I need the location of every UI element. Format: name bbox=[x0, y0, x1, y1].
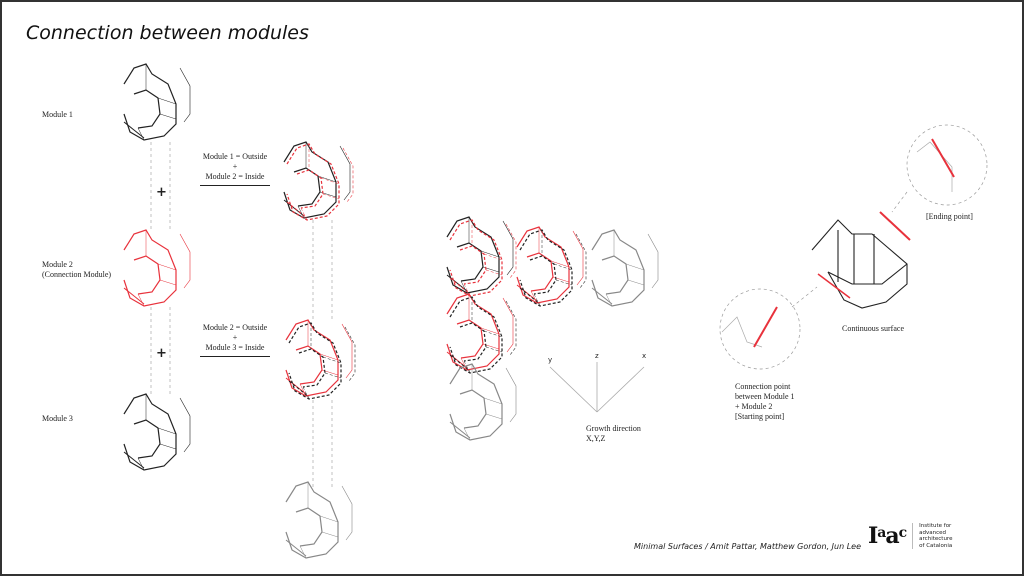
axis-z-label: z bbox=[595, 352, 599, 360]
axis-y-label: y bbox=[548, 356, 553, 364]
combination-2: Module 2 = Outside + Module 3 = Inside bbox=[200, 323, 270, 357]
module-3-drawing bbox=[123, 393, 191, 471]
plus-symbol-1: + bbox=[156, 185, 167, 200]
credit-text: Minimal Surfaces / Amit Pattar, Matthew … bbox=[634, 542, 862, 551]
logo-mark: Iaac bbox=[868, 523, 907, 549]
logo-divider bbox=[912, 523, 914, 549]
axis-x-label: x bbox=[642, 352, 647, 360]
module-2-drawing bbox=[123, 229, 191, 307]
module-1-drawing bbox=[123, 63, 191, 141]
assembly-drawing bbox=[446, 216, 659, 441]
module-3-label: Module 3 bbox=[42, 414, 73, 423]
growth-axes bbox=[549, 362, 645, 413]
module-2-label: Module 2 (Connection Module) bbox=[42, 260, 112, 279]
combo-2-drawing bbox=[285, 319, 356, 400]
iaac-logo: Iaac Institute for advanced architecture… bbox=[868, 523, 952, 549]
page-title: Connection between modules bbox=[26, 22, 309, 44]
combo-1-line2: Module 2 = Inside bbox=[205, 172, 265, 181]
combination-1: Module 1 = Outside + Module 2 = Inside bbox=[200, 152, 270, 186]
growth-caption-2: X,Y,Z bbox=[586, 434, 606, 443]
ending-point-zoom-circle bbox=[906, 124, 988, 206]
logo-text: Institute for advanced architecture of C… bbox=[919, 523, 953, 549]
combo-1-line1: Module 1 = Outside bbox=[202, 152, 268, 161]
connection-point-label: Connection point between Module 1 + Modu… bbox=[735, 382, 795, 421]
module-1-label: Module 1 bbox=[42, 110, 73, 119]
continuous-surface-drawing bbox=[811, 211, 911, 309]
combo-1-drawing bbox=[283, 141, 354, 221]
starting-point-zoom-circle bbox=[719, 288, 801, 370]
plus-symbol-2: + bbox=[156, 346, 167, 361]
ending-point-label: [Ending point] bbox=[926, 212, 973, 221]
combo-2-line1: Module 2 = Outside bbox=[202, 323, 268, 332]
combo-2-rule bbox=[200, 356, 270, 357]
combo-1-plus: + bbox=[232, 162, 238, 171]
combo-2-plus: + bbox=[232, 333, 238, 342]
growth-caption-1: Growth direction bbox=[586, 424, 641, 433]
module-3-ghost bbox=[285, 481, 353, 559]
combo-1-rule bbox=[200, 185, 270, 186]
continuous-surface-label: Continuous surface bbox=[842, 324, 904, 333]
combo-2-line2: Module 3 = Inside bbox=[205, 343, 265, 352]
